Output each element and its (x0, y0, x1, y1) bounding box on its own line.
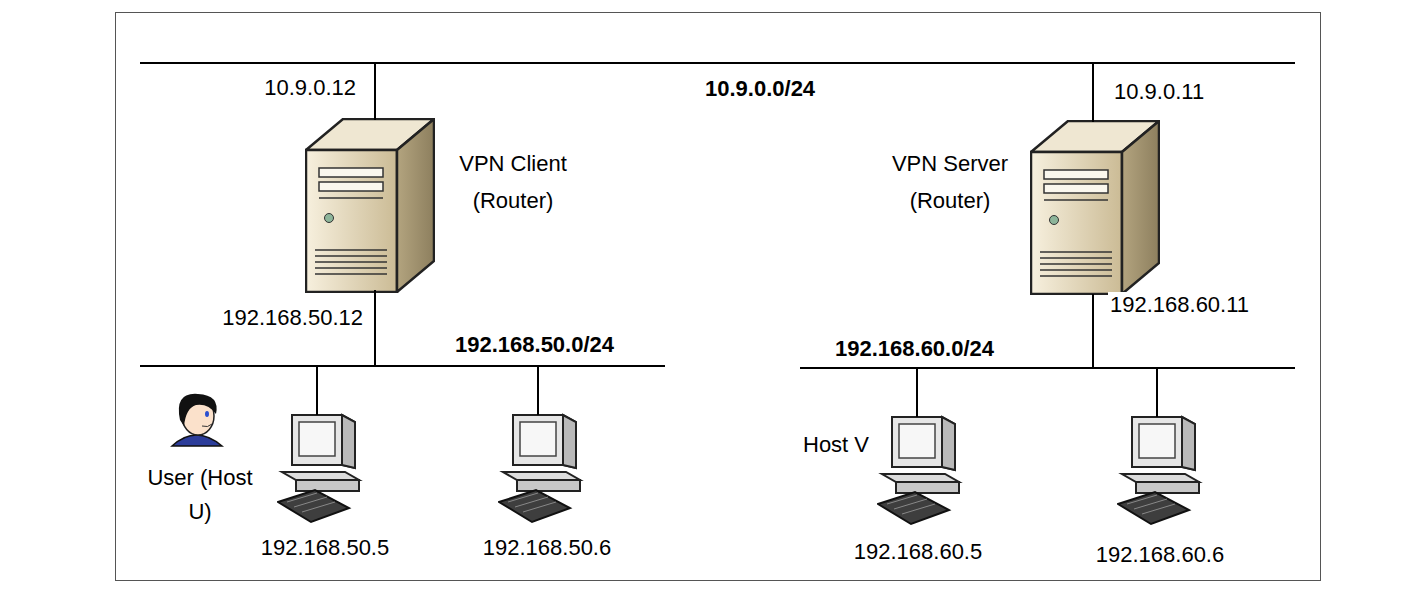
host-node: 192.168.50.6 (455, 415, 641, 565)
host-label: 192.168.60.5 (833, 539, 1003, 565)
network-label: 10.9.0.0/24 (705, 76, 815, 102)
server-icon (1031, 121, 1159, 294)
network-link (1092, 294, 1094, 367)
interface-address: 10.9.0.11 (1112, 79, 1206, 105)
host-label: User (Host U) (145, 461, 255, 529)
network-line (800, 367, 1295, 369)
server-icon (306, 119, 434, 292)
network-label: 192.168.50.0/24 (455, 332, 614, 358)
host-label: 192.168.50.5 (240, 535, 410, 561)
router-node: VPN Server (Router) (875, 122, 1165, 294)
host-node: User (Host U) 192.168.50.5 (140, 415, 420, 565)
network-link (374, 290, 376, 365)
interface-address: 10.9.0.12 (262, 75, 358, 101)
computer-icon (278, 415, 359, 522)
router-label: VPN Server (Router) (880, 145, 1020, 219)
host-label: Host V (803, 432, 869, 458)
user-icon (172, 394, 222, 446)
host-label: 192.168.50.6 (457, 535, 637, 561)
network-line (140, 365, 665, 367)
interface-address: 192.168.50.12 (220, 305, 365, 331)
network-link (916, 369, 918, 417)
computer-icon (878, 417, 959, 524)
interface-address: 192.168.60.11 (1108, 292, 1251, 318)
network-link (1092, 64, 1094, 122)
host-node: Host V 192.168.60.5 (795, 417, 1015, 569)
host-node: 192.168.60.6 (1070, 417, 1255, 572)
network-line (140, 62, 1295, 64)
router-node: VPN Client (Router) (305, 120, 587, 290)
network-segment: 192.168.50.0/24 (140, 330, 665, 368)
computer-icon (1118, 417, 1199, 524)
frame (116, 13, 1321, 581)
network-link (537, 367, 539, 415)
network-link (374, 64, 376, 120)
network-link (316, 367, 318, 415)
router-label: VPN Client (Router) (443, 145, 583, 219)
host-label: 192.168.60.6 (1070, 542, 1250, 568)
network-segment: 192.168.60.0/24 (800, 332, 1295, 370)
network-label: 192.168.60.0/24 (835, 336, 994, 362)
computer-icon (499, 415, 580, 522)
network-link (1156, 369, 1158, 417)
